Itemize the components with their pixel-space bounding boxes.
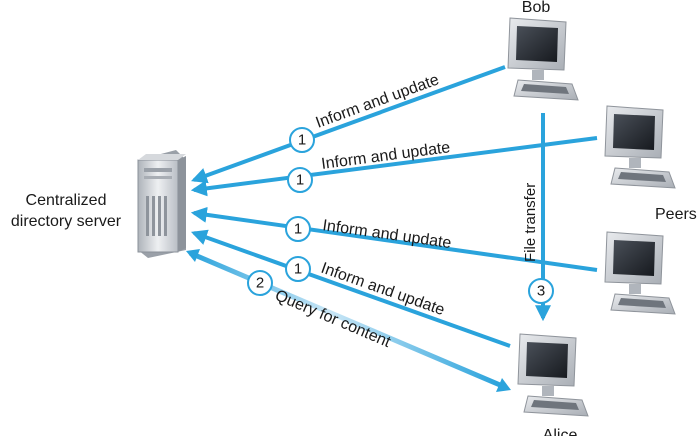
svg-text:3: 3 — [537, 283, 545, 300]
arrow-inform-peer-1 — [190, 136, 598, 197]
arrow-query-for-content — [186, 249, 511, 392]
arrow-inform-bob — [190, 65, 506, 184]
label-inform-2: Inform and update — [320, 139, 451, 173]
step-circle-1c: 1 — [285, 216, 311, 242]
step-circle-2: 2 — [247, 270, 273, 296]
peers-label: Peers — [655, 206, 697, 223]
peer-computer-2-icon — [604, 231, 676, 315]
step-circle-1b: 1 — [287, 167, 313, 193]
svg-text:1: 1 — [296, 172, 304, 189]
bob-label: Bob — [522, 0, 551, 16]
step-circle-1a: 1 — [289, 127, 315, 153]
alice-computer-icon — [517, 333, 589, 417]
step-circle-1d: 1 — [285, 256, 311, 282]
directory-server-icon — [137, 150, 186, 258]
server-label-line1: Centralized — [26, 192, 107, 209]
peer-computer-1-icon — [604, 105, 676, 189]
svg-text:1: 1 — [294, 221, 302, 238]
svg-text:2: 2 — [256, 275, 264, 292]
label-inform-4: Inform and update — [319, 260, 447, 319]
label-inform-1: Inform and update — [314, 71, 442, 131]
arrow-inform-alice — [190, 229, 511, 348]
alice-label: Alice — [543, 427, 578, 436]
server-label-line2: directory server — [11, 213, 122, 230]
label-file-transfer: File transfer — [522, 183, 539, 262]
arrow-inform-peer-2 — [190, 206, 598, 272]
step-circle-3: 3 — [528, 278, 554, 304]
bob-computer-icon — [507, 17, 579, 101]
svg-text:1: 1 — [294, 261, 302, 278]
label-inform-3: Inform and update — [321, 217, 452, 252]
svg-text:1: 1 — [298, 132, 306, 149]
